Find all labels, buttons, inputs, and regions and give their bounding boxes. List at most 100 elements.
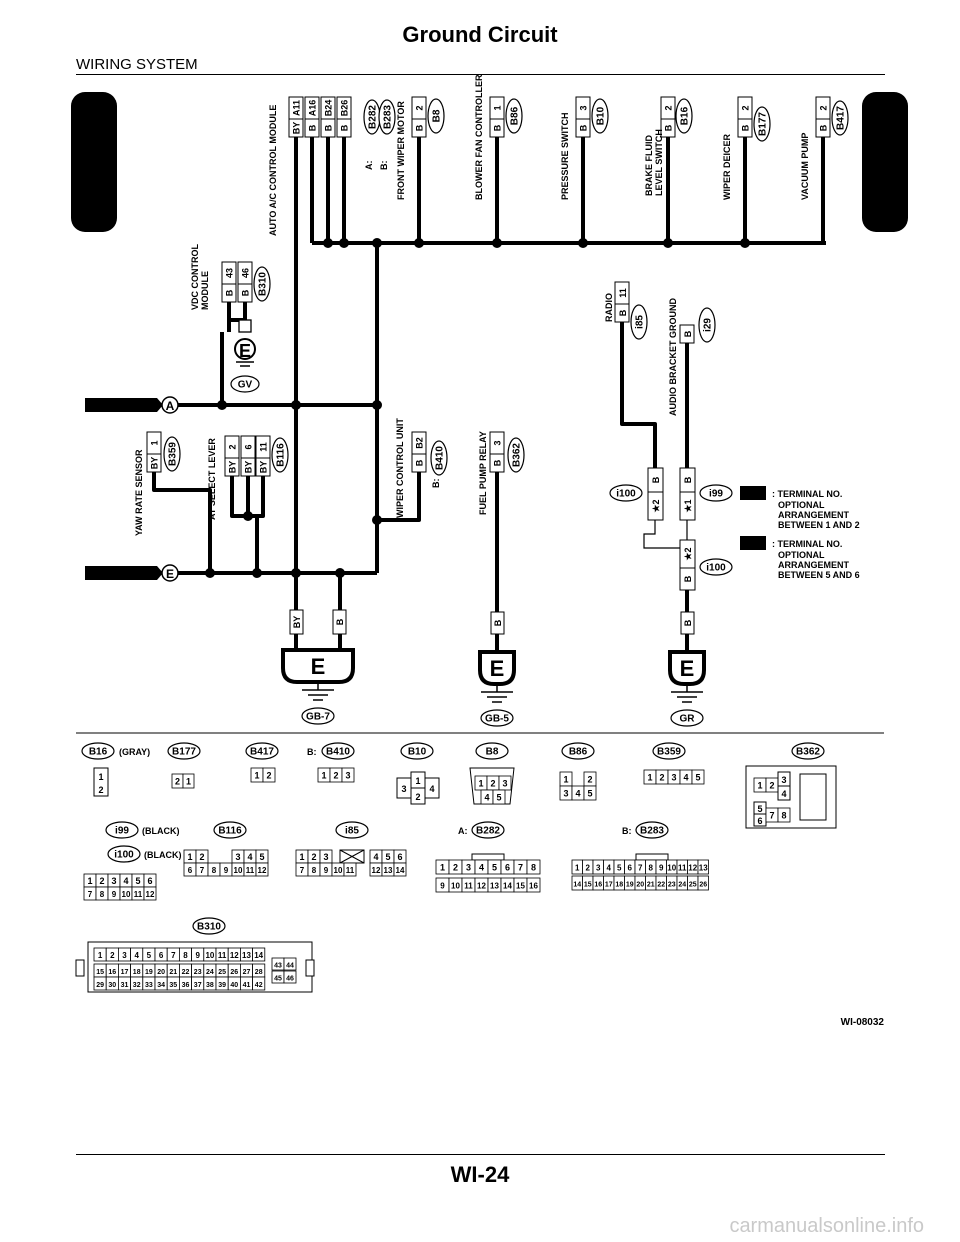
- gb7-b-label: B: [335, 618, 345, 625]
- cv-b359-oval-label: B359: [657, 747, 681, 758]
- top-1-pin: 2: [415, 105, 425, 110]
- cv-b417-cell: [262, 767, 276, 783]
- audio-color: B: [683, 330, 693, 337]
- wiper-conn-prefix: B:: [431, 479, 441, 489]
- cv-b116-r2-pin: 7: [200, 866, 205, 875]
- cv-b282-r1-pin: 6: [505, 863, 510, 873]
- cv-b116-r2-pin: 11: [246, 866, 255, 875]
- oval-b86-outline: [505, 98, 523, 134]
- splice-dot: [291, 400, 301, 410]
- cv-b16-oval-label: B16: [89, 747, 108, 758]
- cv-b362-p4-label: 4: [781, 789, 786, 799]
- cv-b310-r1-cell: [252, 947, 266, 962]
- radio-color: B: [618, 309, 628, 316]
- oval-b10-outline: [591, 98, 609, 134]
- cv-b282-r2-pin: 9: [440, 882, 445, 891]
- note-line-1-2: BETWEEN 5 AND 6: [778, 570, 860, 580]
- ac-1-pin: A16: [308, 100, 318, 117]
- cv-b310-r1-pin: 10: [205, 951, 214, 960]
- cv-i99-oval-label: i99: [115, 826, 129, 837]
- oval-b410-label: B410: [435, 446, 446, 470]
- cv-b362-p3-label: 3: [781, 775, 786, 785]
- cv-i85-r2a-pin: 7: [300, 866, 305, 875]
- cv-b86-oval-label: B86: [569, 747, 588, 758]
- ground-gb7-body: [281, 648, 355, 684]
- cv-b417-oval-label: B417: [250, 747, 274, 758]
- splice-dot: [372, 515, 382, 525]
- cv-b310-r2-pin: 21: [169, 969, 177, 976]
- cv-i100-r2-pin: 10: [122, 890, 131, 899]
- note-text-1: : TERMINAL NO.: [772, 539, 842, 549]
- cv-b310-r3-pin: 33: [145, 982, 153, 989]
- top-1-color: B: [415, 124, 425, 131]
- gnd01-label: GND-01: [102, 401, 139, 412]
- oval-b310: B310: [253, 266, 271, 302]
- cv-b282-r2-pin: 11: [464, 882, 473, 891]
- cv-i100-r1-pin: 2: [99, 876, 104, 886]
- oval-b282-label: B282: [368, 105, 379, 129]
- i100b-star: ★2: [683, 547, 693, 560]
- cv-b362-oval: B362: [791, 742, 825, 760]
- oval-b359: B359: [163, 436, 181, 472]
- note-mark-box-0: [740, 486, 766, 500]
- cv-b86-oval: B86: [561, 742, 595, 760]
- top-4-pin: 2: [664, 105, 674, 110]
- cv-b8-r2-pin: 4: [484, 793, 489, 803]
- oval-b359-outline: [163, 436, 181, 472]
- cv-i100-r1-pin: 1: [87, 876, 92, 886]
- oval-i100b-outline: [699, 558, 733, 576]
- top-name-5: WIPER DEICER: [722, 133, 732, 200]
- cv-b417-pin: 2: [266, 771, 271, 781]
- top-6-color: B: [819, 124, 829, 131]
- cv-b177-cell: [182, 773, 195, 789]
- cv-b362-oval-outline: [791, 742, 825, 760]
- cv-b283-r1-pin: 2: [586, 864, 591, 873]
- at-2-color: BY: [259, 461, 269, 474]
- top-name-6: VACUUM PUMP: [800, 133, 810, 200]
- splice-dot: [663, 238, 673, 248]
- joint-thin-line: [643, 520, 680, 549]
- cv-b86-r2-cell: [583, 785, 597, 801]
- cv-b116-r2-cell: [255, 862, 269, 877]
- splice-dot: [578, 238, 588, 248]
- cv-i100-r1-pin: 6: [147, 876, 152, 886]
- oval-i29: i29: [698, 307, 716, 343]
- cv-b10-p1: 1: [415, 776, 420, 786]
- cv-b359-pin: 5: [695, 773, 700, 783]
- cv-b116-r2-pin: 12: [258, 866, 267, 875]
- at-2-pin: 11: [259, 442, 269, 452]
- ground-gb5-id-outline: [480, 709, 514, 727]
- cv-i85-r1a-pin: 3: [323, 852, 328, 862]
- cv-b310-s1-pin: 44: [286, 963, 294, 970]
- yaw-0-pin: 1: [150, 440, 160, 445]
- cv-b282-r2-cell: [526, 877, 541, 893]
- cv-i85-r2b-pin: 12: [372, 866, 381, 875]
- cv-b282-r1-cell: [526, 859, 541, 875]
- oval-b283: B283: [378, 99, 396, 135]
- oval-b116-outline: [271, 437, 289, 473]
- cv-b283-r2-pin: 21: [647, 882, 655, 889]
- splice-dot: [217, 400, 227, 410]
- cv-b310-r2-pin: 28: [255, 969, 263, 976]
- cv-b310-r2-pin: 22: [182, 969, 190, 976]
- at-1-color: BY: [244, 461, 254, 474]
- gb5-b-label: B: [493, 619, 503, 626]
- oval-b417: B417: [831, 100, 849, 136]
- cv-b282-r1-pin: 5: [492, 863, 497, 873]
- oval-gv: GV: [230, 375, 260, 393]
- oval-b177-label: B177: [758, 112, 769, 136]
- note-mark-1: ★2: [746, 539, 761, 550]
- cv-i100-r2-pin: 9: [112, 890, 117, 899]
- cv-b282-r2-pin: 10: [451, 882, 460, 891]
- fuel-0-color: B: [493, 459, 503, 466]
- gr-b-label: B: [683, 619, 693, 626]
- cv-b310-r1-pin: 9: [195, 951, 200, 960]
- vdc-name-1: VDC CONTROL: [190, 244, 200, 310]
- cv-b8-r2-cell: [492, 789, 506, 805]
- cv-b283-r2-pin: 26: [699, 882, 707, 889]
- cv-b86-r1a-pin: 1: [563, 775, 568, 785]
- cv-b359-cell: [691, 769, 705, 785]
- cv-b283-r2-pin: 25: [689, 882, 697, 889]
- cv-b417-oval: B417: [245, 742, 279, 760]
- cv-b282-r1-pin: 3: [466, 863, 471, 873]
